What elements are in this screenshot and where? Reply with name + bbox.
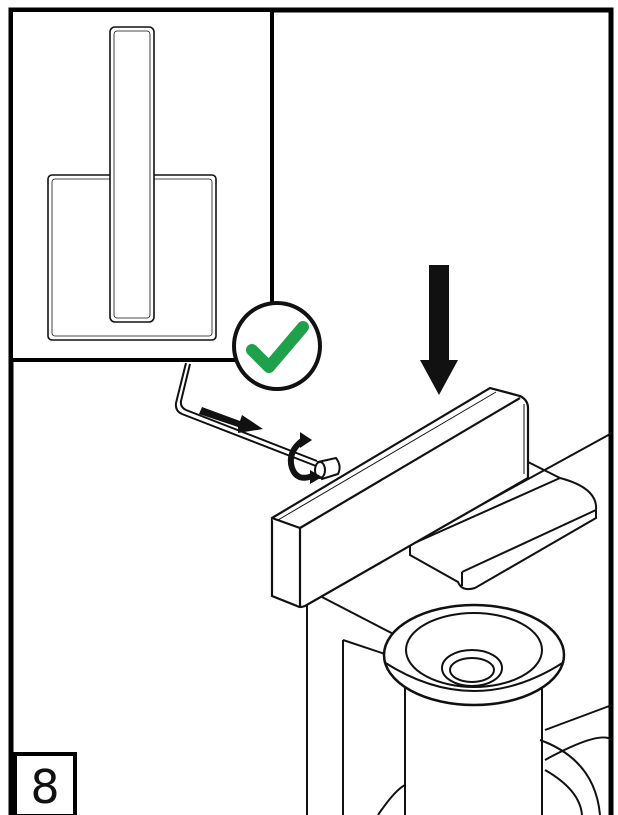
inset-lever — [109, 26, 155, 323]
handle-lever — [270, 386, 530, 609]
drain-rim-outer — [382, 603, 566, 707]
drain-rim-inner — [405, 612, 543, 688]
drain-hole-outer — [441, 649, 503, 687]
drain-hole-inner — [449, 657, 495, 683]
inset-handle-top-view — [47, 26, 217, 341]
drain-assembly — [382, 603, 566, 815]
inset-detail — [9, 8, 274, 362]
step-number: 8 — [30, 760, 59, 814]
step-number-box: 8 — [13, 752, 77, 815]
allen-key — [174, 362, 318, 467]
rotate-clockwise-icon — [287, 432, 322, 484]
arrow-down-icon — [420, 265, 458, 395]
handle-base-plate — [409, 461, 598, 591]
arrow-right-icon — [199, 407, 263, 433]
check-circle-icon — [232, 301, 322, 391]
outer-frame — [8, 7, 614, 815]
